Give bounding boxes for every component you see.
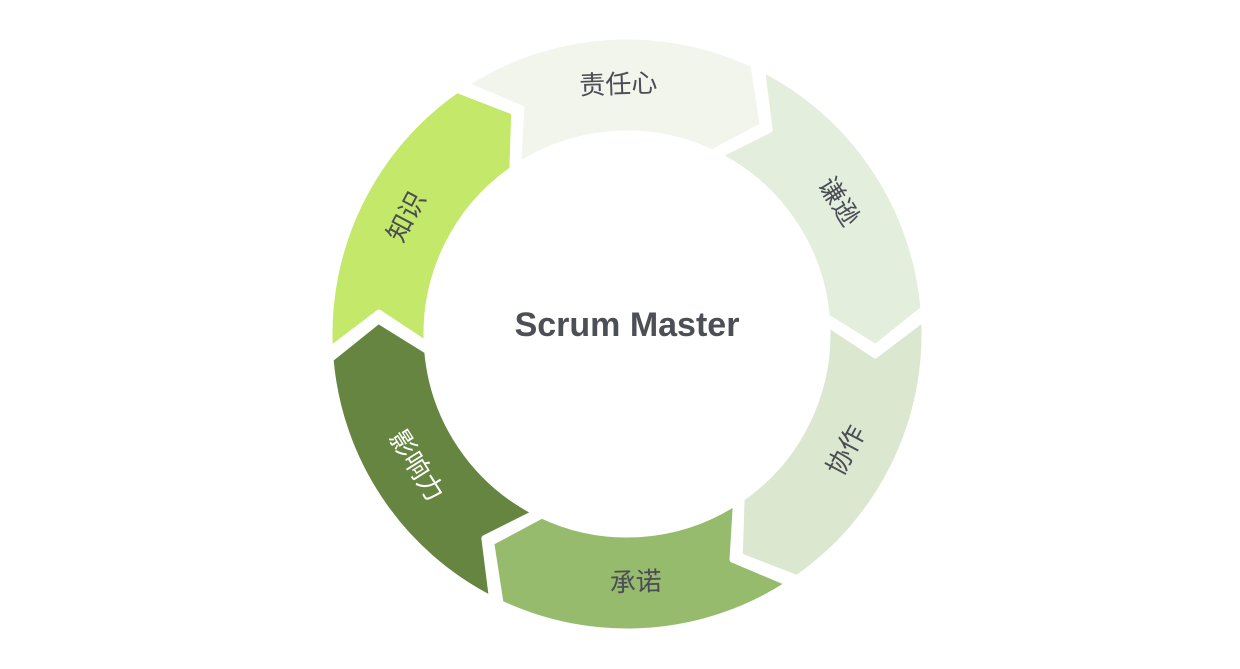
segment-label: 承诺 bbox=[609, 567, 662, 599]
cycle-segment bbox=[713, 64, 928, 352]
cycle-segment bbox=[326, 316, 541, 604]
cycle-segments bbox=[325, 32, 929, 636]
segment-label: 责任心 bbox=[579, 69, 658, 102]
center-title: Scrum Master bbox=[515, 306, 740, 344]
cycle-segment bbox=[487, 497, 794, 636]
cycle-segment bbox=[735, 313, 929, 583]
cycle-segment bbox=[325, 85, 519, 355]
cycle-segment bbox=[460, 32, 767, 171]
